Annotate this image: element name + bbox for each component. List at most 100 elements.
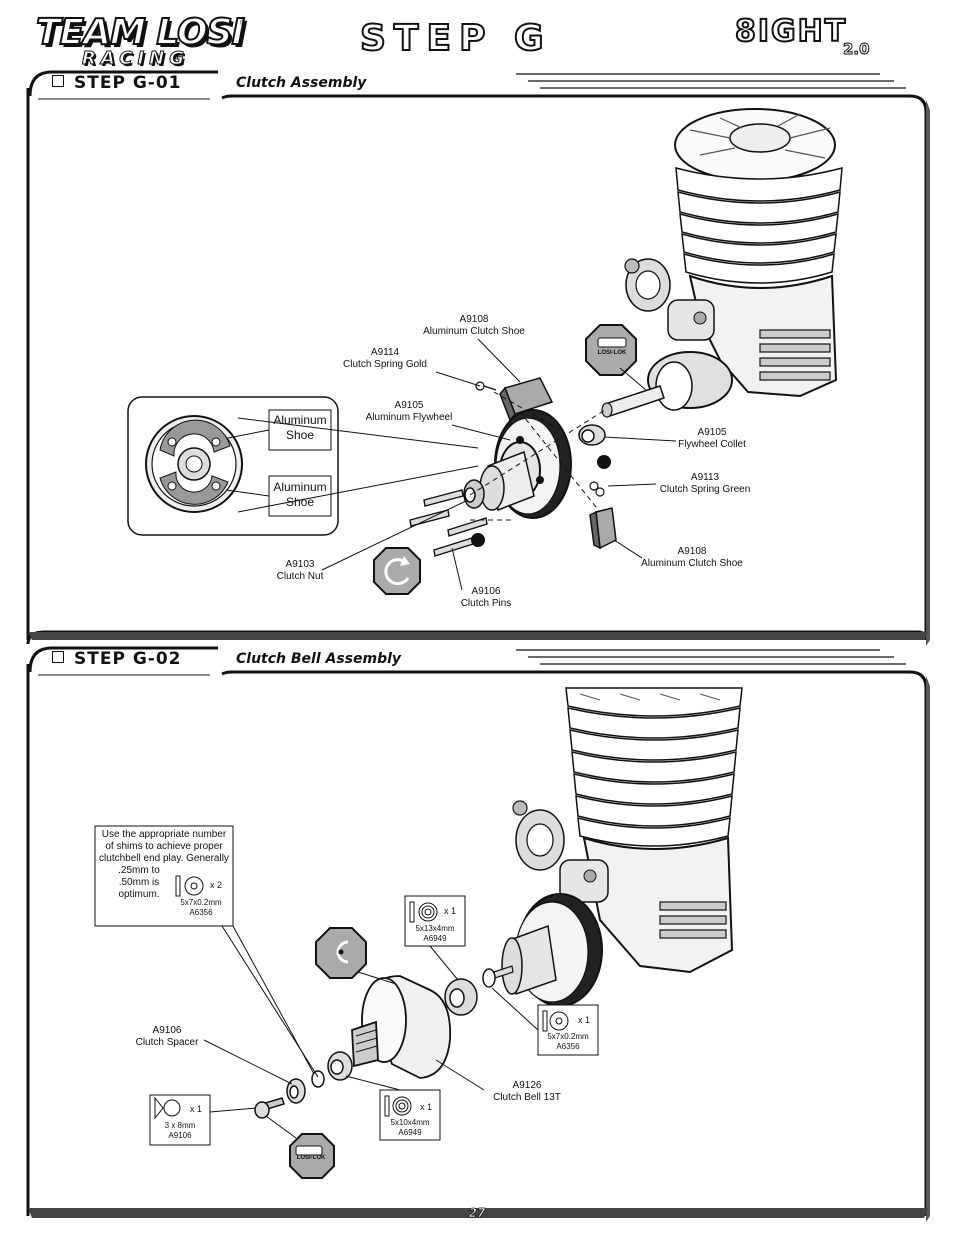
note-part: A6356 [189, 908, 213, 917]
callout-spacer-part: A9106 [152, 1025, 182, 1036]
end-play-note: Use the appropriate number of shims to a… [95, 829, 233, 901]
bearing-top-size: 5x13x4mm [415, 924, 455, 933]
step2-frame [26, 646, 930, 1222]
shim-right-qty: x 1 [578, 1015, 591, 1025]
step2-label-text: STEP G-02 [74, 649, 182, 669]
clutch-bell-part [351, 975, 452, 1079]
losi-lok-badge-2 [265, 1115, 335, 1179]
inset-connector-lines [237, 417, 479, 513]
engine-illustration-2 [493, 687, 743, 1007]
inset-label-top-line1: Aluminum [273, 413, 327, 427]
callout-collet-part: A9105 [697, 427, 727, 438]
assembly-guide-lines-1 [469, 391, 606, 521]
inset-label-bottom-line2: Shoe [285, 495, 315, 509]
screw-size: 3 x 8mm [164, 1121, 196, 1130]
step2-subtitle: Clutch Bell Assembly [236, 651, 402, 667]
callout-flywheel-name: Aluminum Flywheel [365, 412, 453, 423]
page-number: 27 [468, 1206, 486, 1221]
callout-spring-green-part: A9113 [690, 472, 720, 483]
callout-shoe-top-part: A9108 [459, 314, 489, 325]
clutch-spacer-part [286, 1078, 306, 1104]
adhesive-dot-1 [597, 455, 611, 469]
inset-label-top-line2: Shoe [285, 428, 315, 442]
shim-right-part [482, 968, 496, 988]
note-line-4: .25mm to [118, 865, 160, 876]
callout-spring-gold-part: A9114 [370, 347, 400, 358]
registered-mark: ® [240, 18, 246, 27]
header-rule-lines [516, 73, 906, 665]
shoe-orientation-inset [127, 396, 339, 536]
callout-spacer-name: Clutch Spacer [135, 1037, 199, 1048]
logo-product-line2: 2.0 [843, 40, 871, 59]
shim-right-size: 5x7x0.2mm [547, 1032, 589, 1041]
adhesive-dot-2 [471, 533, 485, 547]
note-line-5: .50mm is [118, 877, 160, 888]
team-losi-racing-logo: TEAM LOSI RACING ® [35, 11, 246, 70]
callout-pins-part: A9106 [471, 586, 501, 597]
callout-leaders-1 [321, 338, 677, 591]
clutch-spring-green-part [589, 481, 605, 497]
shim-right-part-number: A6356 [556, 1042, 580, 1051]
flywheel-collet-part [578, 424, 606, 446]
eight-2-logo: 8IGHT 2.0 [734, 13, 895, 66]
callout-shoe-bottom-part: A9108 [677, 546, 707, 557]
part-icons [154, 875, 569, 1120]
note-qty: x 2 [210, 880, 223, 890]
step1-frame [26, 70, 930, 646]
callout-bell-name: Clutch Bell 13T [493, 1092, 561, 1103]
screw-part-number: A9106 [168, 1131, 192, 1140]
logo-product-line1: 8IGHT [734, 13, 848, 50]
callout-flywheel-part: A9105 [394, 400, 424, 411]
callout-shoe-top-name: Aluminum Clutch Shoe [423, 326, 525, 337]
note-size: 5x7x0.2mm [180, 898, 222, 907]
bearing-bottom-part-number: A6949 [398, 1128, 422, 1137]
callout-shoe-bottom-name: Aluminum Clutch Shoe [641, 558, 743, 569]
callout-pins-name: Clutch Pins [460, 598, 512, 609]
inset-label-bottom-line1: Aluminum [273, 480, 327, 494]
losi-lok-badge-1 [585, 324, 647, 391]
losi-lok-label-2: LOSI-LOK [296, 1155, 326, 1161]
step2-label: STEP G-02 [52, 649, 182, 669]
step1-label: STEP G-01 [52, 73, 182, 93]
callout-spring-gold-name: Clutch Spring Gold [343, 359, 427, 370]
note-line-3: clutchbell end play. Generally [99, 853, 229, 864]
callout-bell-part: A9126 [512, 1080, 542, 1091]
bearing-top-part [444, 978, 478, 1016]
shim-left-part [311, 1070, 325, 1088]
bearing-bottom-qty: x 1 [420, 1102, 433, 1112]
clutch-hub-part [463, 450, 535, 512]
callout-nut-name: Clutch Nut [276, 571, 324, 582]
callout-nut-part: A9103 [285, 559, 315, 570]
step2-checkbox[interactable] [52, 651, 64, 663]
tighten-direction-badge-2 [315, 927, 397, 985]
bearing-top-part-number: A6949 [423, 934, 447, 943]
bearing-bottom-size: 5x10x4mm [390, 1118, 430, 1127]
callout-leaders-2 [203, 925, 539, 1113]
losi-lok-label-1: LOSI-LOK [597, 350, 627, 356]
step1-checkbox[interactable] [52, 75, 64, 87]
note-line-1: Use the appropriate number [101, 829, 227, 840]
note-line-2: of shims to achieve proper [105, 841, 223, 852]
screw-qty: x 1 [190, 1104, 203, 1114]
part-boxes [94, 825, 599, 1146]
callout-spring-green-name: Clutch Spring Green [659, 484, 751, 495]
logo-brand-line2: RACING [82, 48, 189, 70]
engine-illustration-1 [601, 108, 843, 418]
